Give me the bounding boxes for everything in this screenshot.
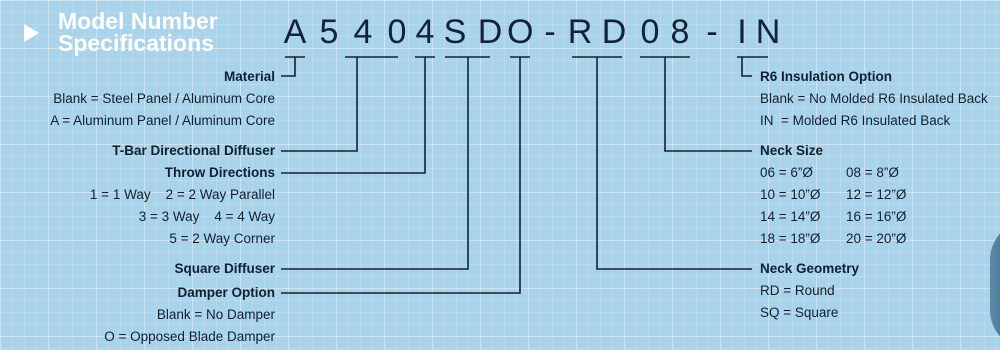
- material-option: A = Aluminum Panel / Aluminum Core: [50, 110, 275, 132]
- neck-size-option: 16 = 16”Ø: [846, 206, 926, 228]
- neck-size-option: 06 = 6”Ø: [760, 162, 846, 184]
- damper-option: Blank = No Damper: [104, 304, 275, 326]
- tbar-group: T-Bar Directional Diffuser: [112, 140, 275, 162]
- neck-size-option: 12 = 12”Ø: [846, 184, 926, 206]
- connector-size: [665, 57, 752, 151]
- neck-size-option: 14 = 14”Ø: [760, 206, 846, 228]
- insulation-label: R6 Insulation Option: [760, 66, 988, 88]
- neck-geometry-label: Neck Geometry: [760, 258, 859, 280]
- throw-group: Throw Directions 1 = 1 Way 2 = 2 Way Par…: [90, 162, 275, 250]
- connector-insulation: [742, 57, 752, 76]
- neck-size-option: 18 = 18”Ø: [760, 228, 846, 250]
- connector-damper: [281, 57, 520, 293]
- neck-size-option: 20 = 20”Ø: [846, 228, 926, 250]
- insulation-option: Blank = No Molded R6 Insulated Back: [760, 88, 988, 110]
- connector-square: [281, 57, 468, 269]
- neck-size-grid: 06 = 6”Ø 08 = 8”Ø 10 = 10”Ø 12 = 12”Ø 14…: [760, 162, 926, 250]
- neck-geometry-group: Neck Geometry RD = Round SQ = Square: [760, 258, 859, 324]
- square-group: Square Diffuser: [174, 258, 275, 280]
- neck-geometry-option: RD = Round: [760, 280, 859, 302]
- insulation-option: IN = Molded R6 Insulated Back: [760, 110, 988, 132]
- square-label: Square Diffuser: [174, 258, 275, 280]
- damper-group: Damper Option Blank = No Damper O = Oppo…: [104, 282, 275, 348]
- connector-throw: [281, 57, 425, 173]
- material-group: Material Blank = Steel Panel / Aluminum …: [50, 66, 275, 132]
- connector-tbar: [281, 57, 357, 151]
- neck-size-label: Neck Size: [760, 140, 926, 162]
- insulation-group: R6 Insulation Option Blank = No Molded R…: [760, 66, 988, 132]
- neck-size-group: Neck Size 06 = 6”Ø 08 = 8”Ø 10 = 10”Ø 12…: [760, 140, 926, 250]
- damper-option: O = Opposed Blade Damper: [104, 326, 275, 348]
- throw-option: 5 = 2 Way Corner: [90, 228, 275, 250]
- material-label: Material: [50, 66, 275, 88]
- throw-label: Throw Directions: [90, 162, 275, 184]
- material-option: Blank = Steel Panel / Aluminum Core: [50, 88, 275, 110]
- neck-size-option: 08 = 8”Ø: [846, 162, 926, 184]
- connector-geometry: [597, 57, 752, 269]
- throw-option: 3 = 3 Way 4 = 4 Way: [90, 206, 275, 228]
- throw-option: 1 = 1 Way 2 = 2 Way Parallel: [90, 184, 275, 206]
- neck-size-option: 10 = 10”Ø: [760, 184, 846, 206]
- tbar-label: T-Bar Directional Diffuser: [112, 140, 275, 162]
- damper-label: Damper Option: [104, 282, 275, 304]
- connector-material: [281, 57, 295, 76]
- neck-geometry-option: SQ = Square: [760, 302, 859, 324]
